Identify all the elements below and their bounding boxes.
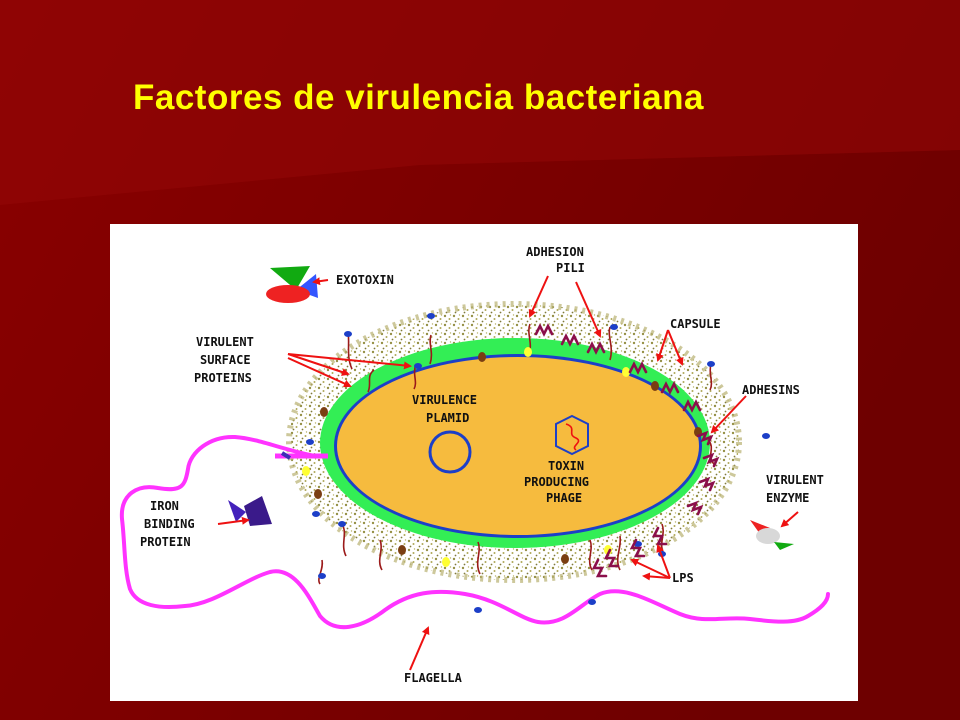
label-iron-binding-protein-line3: PROTEIN xyxy=(140,535,191,549)
label-lps: LPS xyxy=(672,571,694,585)
label-capsule: CAPSULE xyxy=(670,317,721,331)
label-toxin-phage-line2: PRODUCING xyxy=(524,475,589,489)
toxin-phage-icon xyxy=(555,414,589,456)
label-flagella: FLAGELLA xyxy=(404,671,463,685)
adhesion-pili xyxy=(534,323,720,578)
cytoplasm xyxy=(337,357,699,535)
label-toxin-phage-line1: TOXIN xyxy=(548,459,584,473)
label-exotoxin: EXOTOXIN xyxy=(336,273,394,287)
exotoxin-icon xyxy=(266,266,318,303)
label-virulent-enzyme-line2: ENZYME xyxy=(766,491,809,505)
label-adhesion-pili-line1: ADHESION xyxy=(526,245,584,259)
label-virulent-surface-proteins-line1: VIRULENT xyxy=(196,335,254,349)
virulence-plasmid xyxy=(428,430,472,474)
label-virulent-enzyme-line1: VIRULENT xyxy=(766,473,824,487)
flagellum-basal xyxy=(280,451,292,460)
label-virulent-surface-proteins-line3: PROTEINS xyxy=(194,371,252,385)
label-iron-binding-protein-line2: BINDING xyxy=(144,517,195,531)
label-virulent-surface-proteins-line2: SURFACE xyxy=(200,353,251,367)
iron-binding-protein-icon xyxy=(228,496,272,526)
flagella xyxy=(119,434,830,630)
label-arrows xyxy=(217,275,799,671)
surface-protein-knobs xyxy=(306,313,770,613)
label-virulence-plamid-line2: PLAMID xyxy=(426,411,469,425)
virulence-diagram: EXOTOXIN ADHESION PILI CAPSULE VIRULENT … xyxy=(110,224,858,701)
virulent-enzyme-icon xyxy=(750,520,794,550)
diagram-labels: EXOTOXIN ADHESION PILI CAPSULE VIRULENT … xyxy=(140,245,824,685)
label-toxin-phage-line3: PHAGE xyxy=(546,491,582,505)
surface-proteins xyxy=(318,323,715,585)
label-virulence-plamid-line1: VIRULENCE xyxy=(412,393,477,407)
label-adhesion-pili-line2: PILI xyxy=(556,261,585,275)
label-adhesins: ADHESINS xyxy=(742,383,800,397)
label-iron-binding-protein-line1: IRON xyxy=(150,499,179,513)
slide-title: Factores de virulencia bacteriana xyxy=(133,78,704,117)
